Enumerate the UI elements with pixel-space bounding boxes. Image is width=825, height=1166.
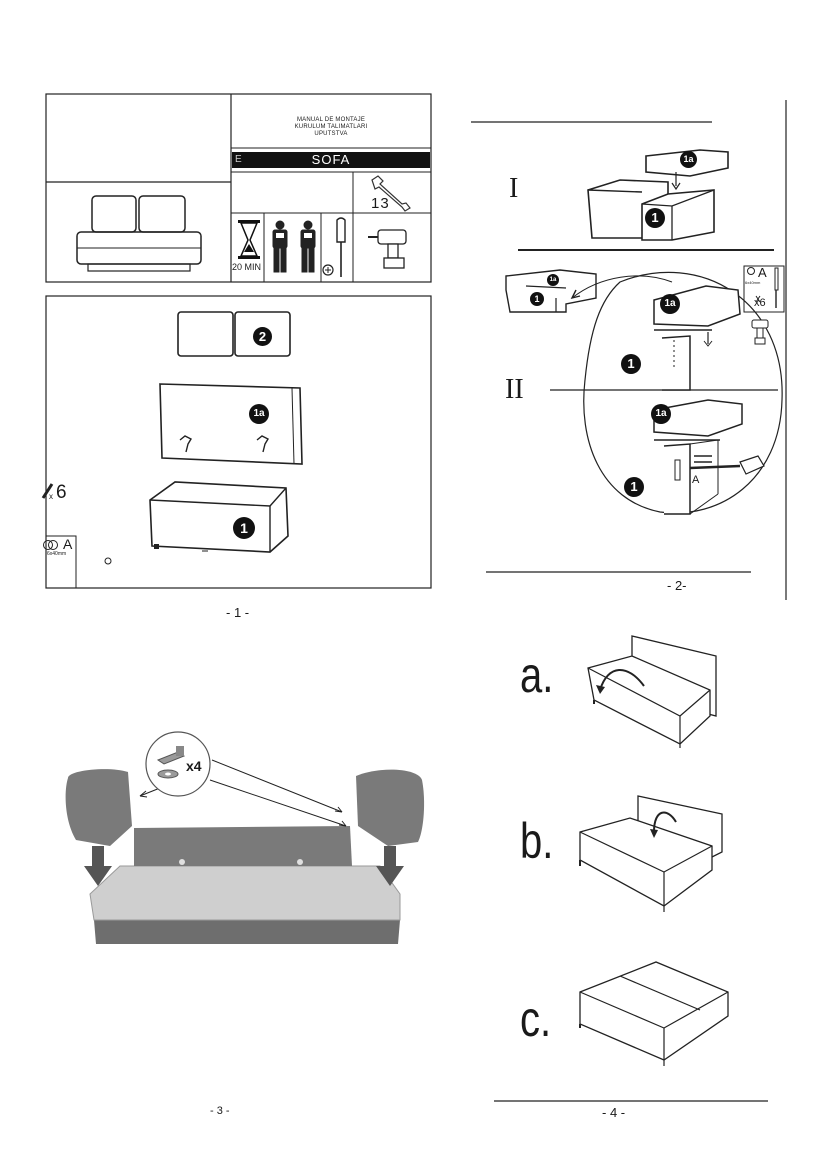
badge-part-1: 1 xyxy=(233,517,255,539)
fitting-letter-detail: A xyxy=(692,474,700,486)
fitting-spec: 6x40mm xyxy=(47,551,67,557)
badge-part-2: 2 xyxy=(253,327,272,346)
product-band: E SOFA xyxy=(232,152,430,168)
badge-part-1a-label: 1a xyxy=(253,408,265,419)
badge-2-1-small: 1 xyxy=(530,292,544,306)
product-code: E xyxy=(235,154,242,165)
badge-2-1a-top: 1a xyxy=(680,151,697,168)
badge-2-1a-top-label: 1a xyxy=(683,154,694,164)
page-4-number: - 4 - xyxy=(602,1105,626,1120)
bolt-qty: x4 xyxy=(186,758,202,774)
badge-part-1a: 1a xyxy=(249,404,269,424)
badge-2-1-top-label: 1 xyxy=(651,210,659,225)
badge-2-1-small-label: 1 xyxy=(534,294,540,304)
page-1-number: - 1 - xyxy=(226,605,250,620)
badge-2-1a-small-label: 1a xyxy=(549,277,557,283)
header-line-2: KURULUM TALIMATLARI xyxy=(294,124,368,130)
assembly-time: 20 MIN xyxy=(232,262,262,272)
badge-2-1a-detail-upper-label: 1a xyxy=(664,298,676,309)
badge-2-1a-detail-lower-label: 1a xyxy=(655,408,667,419)
badge-part-2-label: 2 xyxy=(258,329,267,344)
badge-2-1a-detail-upper: 1a xyxy=(660,294,680,314)
step-b-label: b. xyxy=(520,813,554,869)
step-2-label: II xyxy=(505,374,524,405)
badge-2-1-detail-lower-label: 1 xyxy=(630,479,638,494)
badge-2-1-detail-upper: 1 xyxy=(621,354,641,374)
badge-part-1-label: 1 xyxy=(240,520,248,536)
fitting-letter: A xyxy=(63,536,73,552)
screw-count: 6 xyxy=(56,482,67,503)
screw-qty-prefix: x xyxy=(49,492,53,501)
wrench-size: 13 xyxy=(371,195,390,212)
page-3-number: - 3 - xyxy=(210,1105,230,1117)
badge-2-1a-small: 1a xyxy=(547,274,559,286)
badge-2-1-detail-upper-label: 1 xyxy=(627,356,635,371)
step-1-label: I xyxy=(509,173,519,204)
header-titles: MANUAL DE MONTAJE KURULUM TALIMATLARI UP… xyxy=(232,117,430,138)
step-a-label: a. xyxy=(520,647,554,703)
header-line-1: MANUAL DE MONTAJE xyxy=(296,117,366,123)
page-2-number: - 2- xyxy=(667,578,687,593)
fitting-spec-box: 6x40mm xyxy=(745,280,761,285)
badge-2-1-detail-lower: 1 xyxy=(624,477,644,497)
product-title: SOFA xyxy=(311,152,351,167)
fitting-letter-box: A xyxy=(758,265,767,280)
step-c-label: c. xyxy=(520,991,552,1047)
badge-2-1-top: 1 xyxy=(645,208,665,228)
badge-2-1a-detail-lower: 1a xyxy=(651,404,671,424)
header-line-3: UPUTSTVA xyxy=(314,131,348,137)
qty-box: x6 xyxy=(754,297,766,309)
